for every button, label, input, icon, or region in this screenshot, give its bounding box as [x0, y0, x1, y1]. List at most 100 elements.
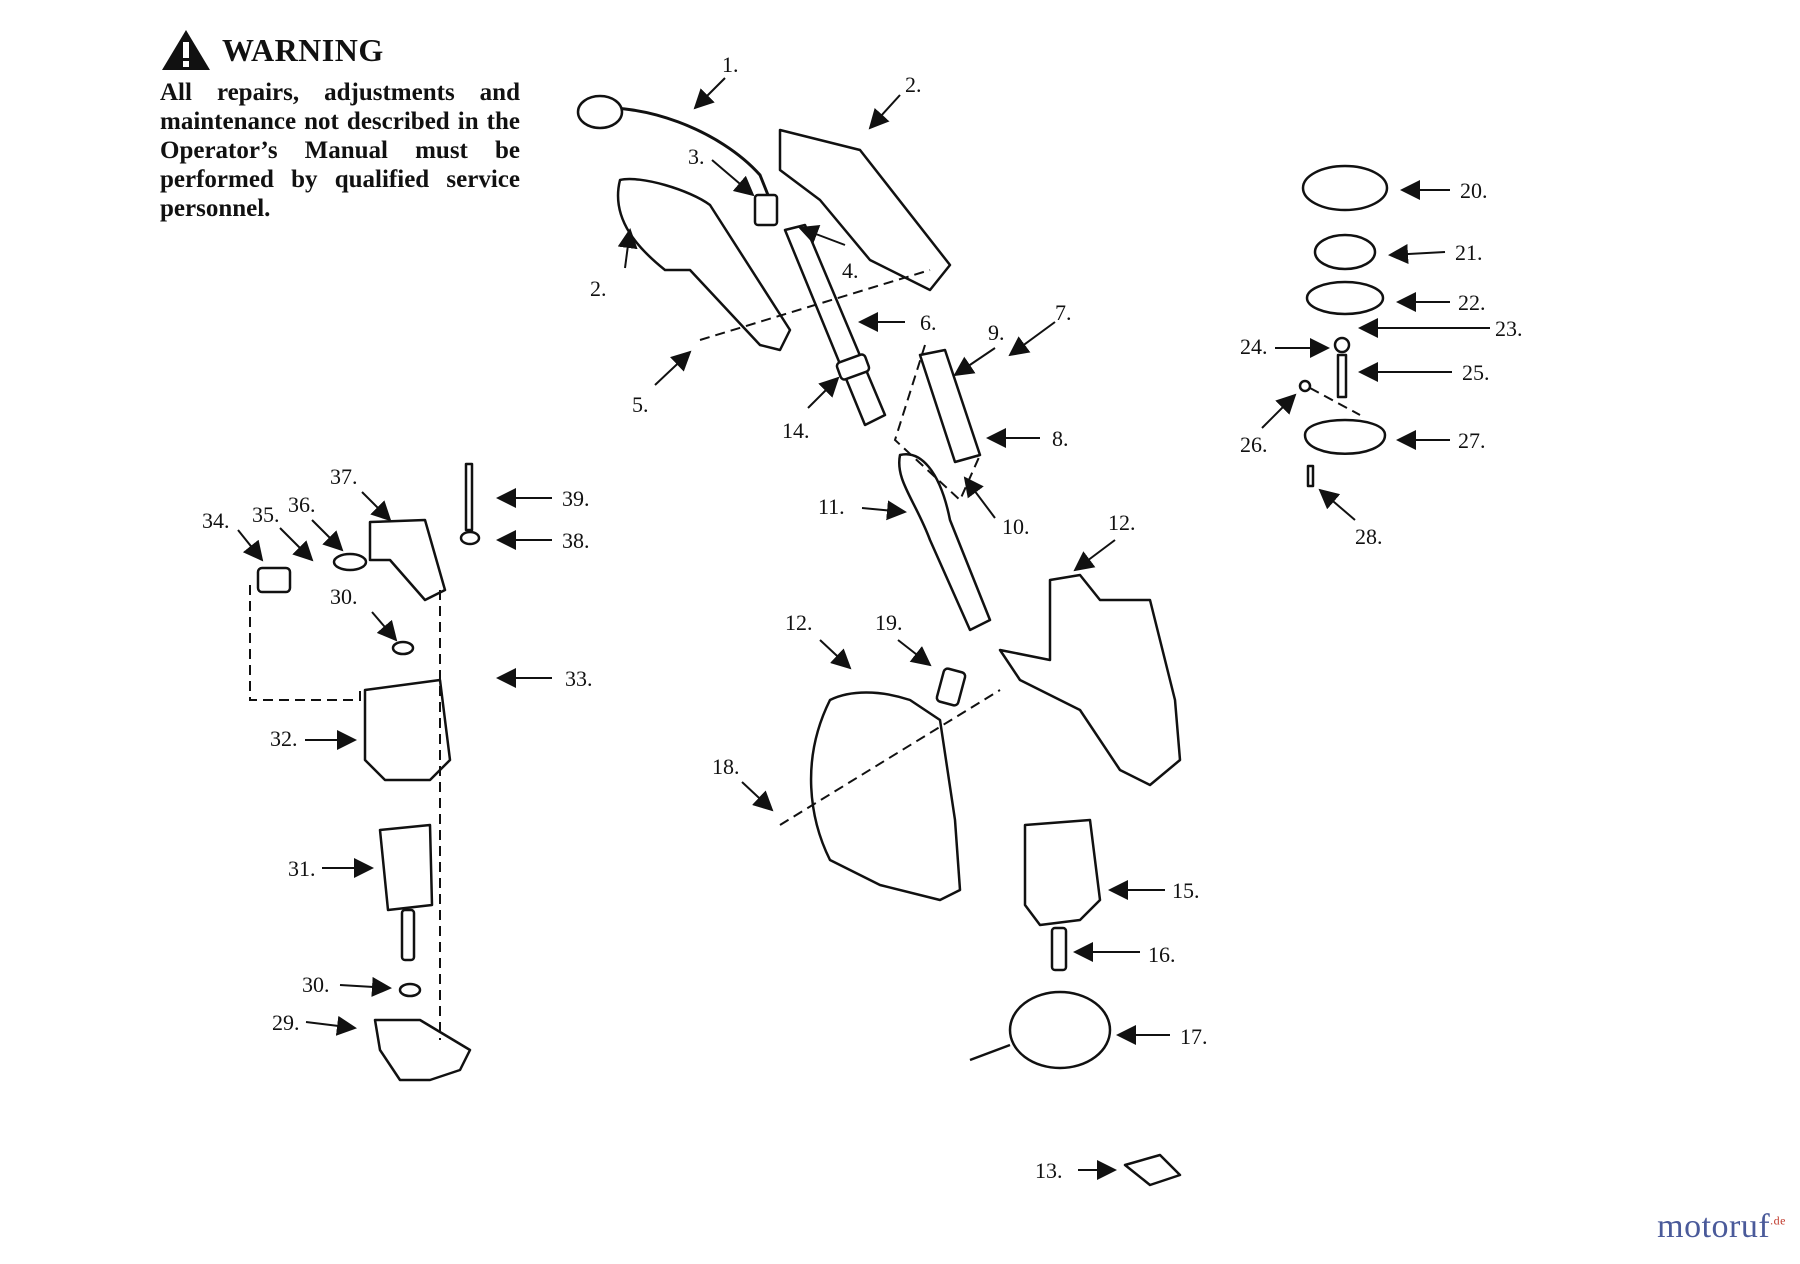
- assembly-line-housing: [779, 689, 1001, 826]
- callout-c15: 15.: [1172, 878, 1200, 903]
- leader-c18: [741, 781, 774, 812]
- part-spacer: [1123, 1153, 1182, 1187]
- part-inner-tube: [918, 348, 982, 464]
- part-field-housing: [363, 678, 452, 782]
- leader-c2a: [617, 228, 638, 269]
- callout-c11: 11.: [818, 494, 845, 519]
- callout-c2b: 2.: [905, 72, 922, 97]
- callout-c13: 13.: [1035, 1158, 1063, 1183]
- assembly-line-spool: [1309, 387, 1361, 416]
- callout-c32: 32.: [270, 726, 298, 751]
- callout-c29: 29.: [272, 1010, 300, 1035]
- part-spool-washer: [1333, 336, 1351, 354]
- callout-c4: 4.: [842, 258, 859, 283]
- assembly-line-motor: [249, 585, 361, 701]
- part-motor-bracket: [368, 518, 447, 602]
- part-handle-half-right: [778, 128, 952, 292]
- callout-c5: 5.: [632, 392, 649, 417]
- part-fan: [1008, 990, 1112, 1070]
- callout-c24: 24.: [1240, 334, 1268, 359]
- part-bracket-screw: [464, 462, 474, 532]
- callout-c6: 6.: [920, 310, 937, 335]
- part-lower-bracket: [373, 1018, 472, 1082]
- callout-c2a: 2.: [590, 276, 607, 301]
- leader-c26: [1261, 393, 1297, 429]
- brand-name: motoruf: [1657, 1208, 1771, 1245]
- callout-c16: 16.: [1148, 942, 1176, 967]
- callout-c14: 14.: [782, 418, 810, 443]
- part-armature-shaft: [400, 908, 416, 962]
- warning-triangle-icon: [162, 30, 210, 70]
- callout-c26: 26.: [1240, 432, 1268, 457]
- callout-c25: 25.: [1462, 360, 1490, 385]
- callout-c3: 3.: [688, 144, 705, 169]
- callout-c33: 33.: [565, 666, 593, 691]
- callout-c38: 38.: [562, 528, 590, 553]
- brand-watermark: motoruf.de: [1657, 1208, 1786, 1246]
- callout-c12a: 12.: [1108, 510, 1136, 535]
- part-motor-shaft: [1050, 926, 1068, 972]
- part-armature: [378, 823, 434, 912]
- warning-title: WARNING: [222, 31, 384, 68]
- leader-c4: [798, 225, 846, 246]
- leader-c37: [361, 491, 392, 522]
- warning-heading: WARNING: [160, 28, 520, 72]
- callout-c35: 35.: [252, 502, 280, 527]
- callout-c19: 19.: [875, 610, 903, 635]
- part-motor: [1023, 818, 1102, 927]
- part-spool-housing: [1303, 418, 1387, 455]
- part-clip: [935, 667, 967, 707]
- callout-c23: 23.: [1495, 316, 1523, 341]
- callout-c9: 9.: [988, 320, 1005, 345]
- warning-block: WARNING All repairs, adjustments and mai…: [160, 28, 520, 223]
- part-shaft-collar: [835, 353, 871, 381]
- part-housing-shield: [809, 691, 962, 902]
- part-spool-ring: [1305, 280, 1385, 316]
- leader-c30b: [339, 976, 392, 997]
- leader-c11: [861, 500, 907, 521]
- part-spool-cover: [1301, 164, 1389, 212]
- part-handle-knob: [576, 94, 624, 130]
- leader-c34: [237, 529, 264, 562]
- assembly-line-handle: [699, 269, 931, 341]
- callout-c21: 21.: [1455, 240, 1483, 265]
- callout-c31: 31.: [288, 856, 316, 881]
- part-lower-washer: [398, 982, 422, 998]
- callout-c1: 1.: [722, 52, 739, 77]
- leader-c28: [1318, 488, 1356, 521]
- leader-c30a: [371, 611, 398, 642]
- warning-text: All repairs, adjustments and maintenance…: [160, 79, 520, 222]
- part-terminal: [256, 566, 292, 594]
- leader-c9: [953, 347, 996, 377]
- leader-c29: [305, 1015, 357, 1036]
- callout-c18: 18.: [712, 754, 740, 779]
- callout-c37: 37.: [330, 464, 358, 489]
- part-terminal-cap: [332, 552, 368, 572]
- leader-c19: [897, 639, 932, 667]
- leader-c35: [279, 527, 314, 562]
- leader-c36: [311, 519, 344, 552]
- part-upper-washer: [391, 640, 415, 656]
- part-spool-bolt: [1336, 353, 1348, 399]
- part-spool-pin: [1298, 379, 1312, 393]
- callout-c7: 7.: [1055, 300, 1072, 325]
- leader-c5: [654, 350, 692, 386]
- callout-c22: 22.: [1458, 290, 1486, 315]
- callout-c17: 17.: [1180, 1024, 1208, 1049]
- part-bracket-washer: [459, 530, 481, 546]
- callout-c10: 10.: [1002, 514, 1030, 539]
- leader-c7: [1008, 321, 1056, 357]
- part-spool-line-tab: [1306, 464, 1315, 488]
- leader-c12a: [1073, 539, 1116, 572]
- leader-c21: [1388, 244, 1446, 265]
- part-fan-cord: [969, 1043, 1011, 1062]
- callout-c34: 34.: [202, 508, 230, 533]
- callout-c20: 20.: [1460, 178, 1488, 203]
- callout-c30a: 30.: [330, 584, 358, 609]
- part-handle-half-left: [616, 177, 792, 352]
- part-housing-front: [998, 573, 1182, 787]
- callout-c39: 39.: [562, 486, 590, 511]
- part-switch: [753, 193, 779, 227]
